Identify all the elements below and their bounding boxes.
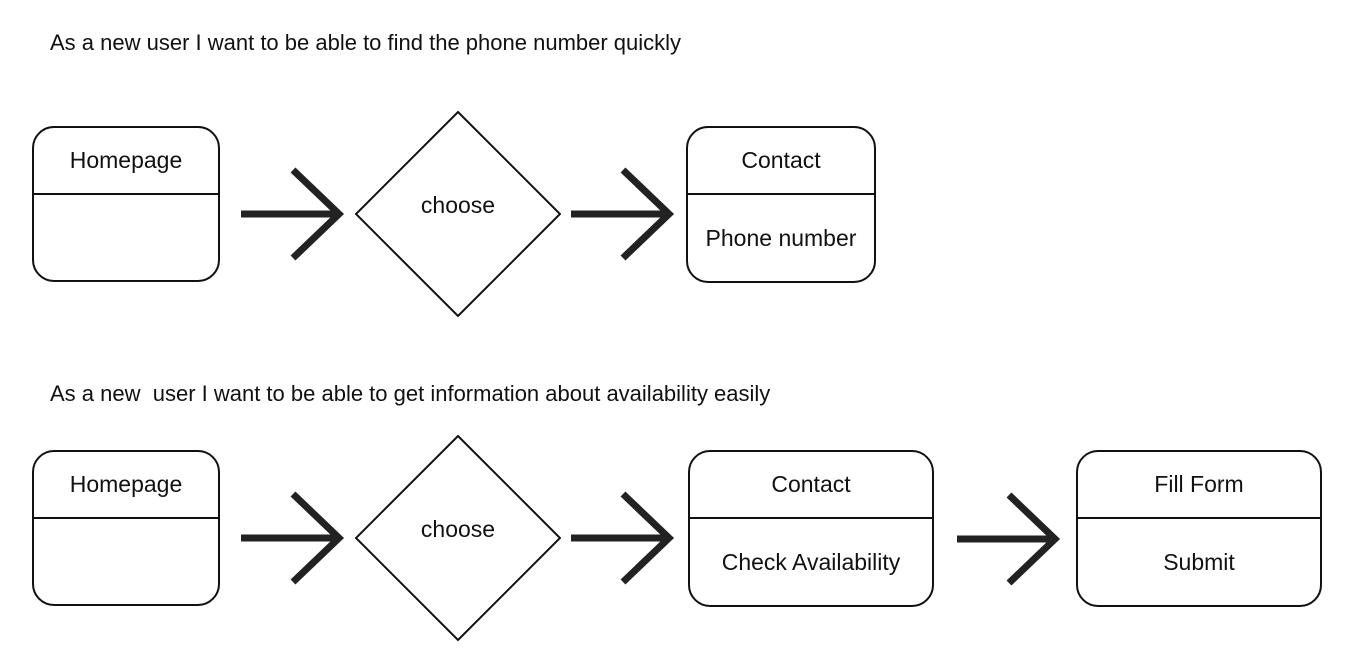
story-2-arrow-2 xyxy=(571,491,675,585)
story-1-arrow-1 xyxy=(241,167,345,261)
story-2-contact-body: Check Availability xyxy=(721,548,901,575)
story-1-homepage-body xyxy=(34,195,218,280)
user-story-1-title: As a new user I want to be able to find … xyxy=(50,30,682,55)
story-1-homepage-header: Homepage xyxy=(34,128,218,195)
story-2-homepage-body xyxy=(34,519,218,604)
story-1-arrow-2 xyxy=(571,167,675,261)
story-2-form-body: Submit xyxy=(1163,548,1235,575)
story-1-contact-header: Contact xyxy=(688,128,874,195)
story-2-arrow-1 xyxy=(241,491,345,585)
story-2-choose-label: choose xyxy=(420,516,496,542)
story-1-contact-box: Contact Phone number xyxy=(686,126,876,283)
story-2-arrow-3 xyxy=(957,492,1061,586)
user-story-2-title: As a new user I want to be able to get i… xyxy=(50,381,771,406)
story-2-contact-header: Contact xyxy=(690,452,932,519)
story-1-homepage-box: Homepage xyxy=(32,126,220,282)
story-2-contact-box: Contact Check Availability xyxy=(688,450,934,607)
story-1-choose-decision: choose xyxy=(355,111,561,317)
decision-diamond-shape xyxy=(355,435,561,641)
decision-diamond-shape xyxy=(355,111,561,317)
story-2-choose-decision: choose xyxy=(355,435,561,641)
story-2-form-header: Fill Form xyxy=(1078,452,1320,519)
story-2-homepage-box: Homepage xyxy=(32,450,220,606)
story-2-homepage-header: Homepage xyxy=(34,452,218,519)
story-2-form-box: Fill Form Submit xyxy=(1076,450,1322,607)
story-1-choose-label: choose xyxy=(420,192,496,218)
story-1-contact-body: Phone number xyxy=(705,224,857,251)
